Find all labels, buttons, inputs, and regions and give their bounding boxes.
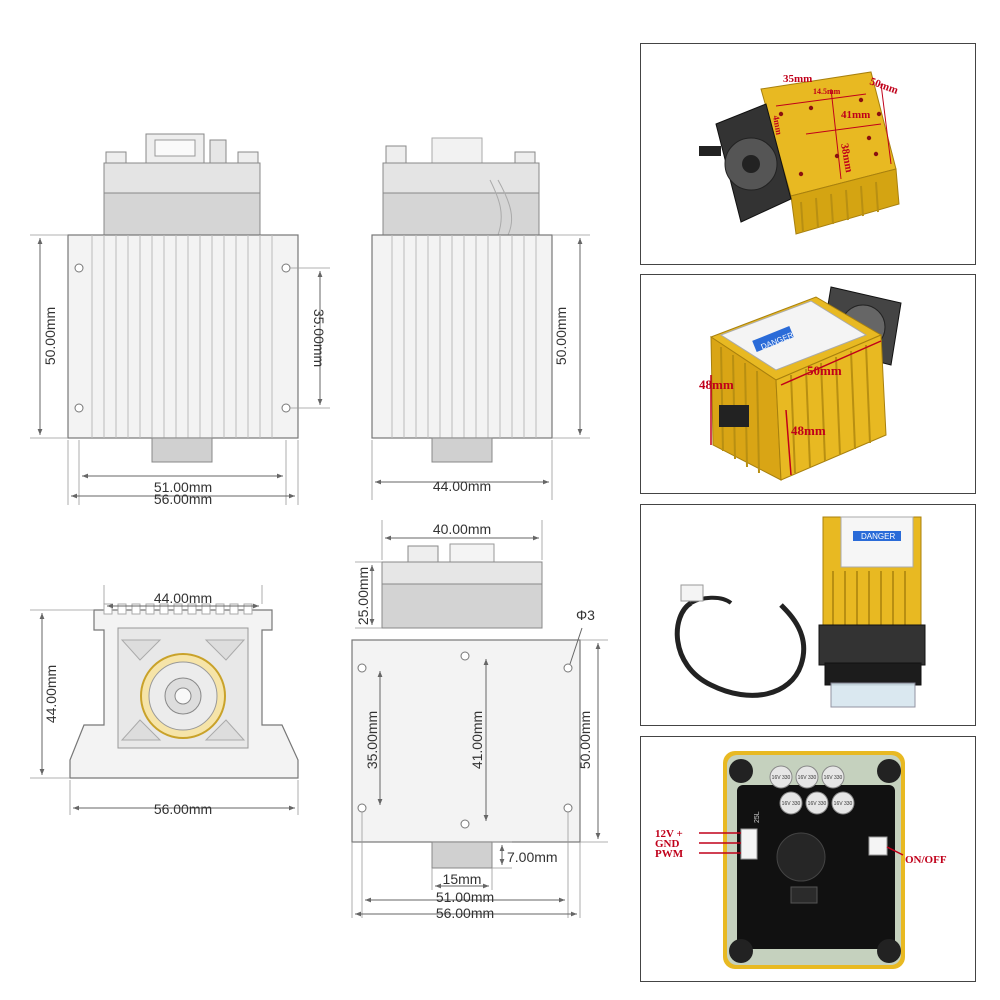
top-hole-spacing-h-label: 51.00mm	[436, 889, 494, 905]
side-width-label: 44.00mm	[433, 478, 491, 494]
photo-panel-2: DANGER 48mm 50mm 48mm	[640, 274, 976, 494]
hole-diameter-label: Φ3	[576, 607, 595, 623]
pin-12v-label: 12V +	[655, 828, 683, 840]
capacitor-4-label: 16V 330	[782, 801, 801, 807]
photo2-dim-48-bottom: 48mm	[791, 423, 826, 438]
capacitor-5-label: 16V 330	[808, 801, 827, 807]
capacitor-1-label: 16V 330	[772, 775, 791, 781]
chip-text: 25L	[754, 811, 761, 823]
photo-panel-1: 35mm 14.5mm 50mm 41mm 38mm 4mm	[640, 43, 976, 265]
bottom-base-width-label: 56.00mm	[154, 801, 212, 817]
bottom-height-label: 44.00mm	[43, 665, 59, 723]
side-view: 50.00mm 44.00mm	[371, 137, 590, 500]
photo1-dim-14-5: 14.5mm	[813, 87, 841, 96]
top-total-height-label: 50.00mm	[577, 711, 593, 769]
front-hole-spacing-v-label: 35.00mm	[311, 309, 327, 367]
side-height-label: 50.00mm	[553, 307, 569, 365]
photo2-dim-48-left: 48mm	[699, 377, 734, 392]
laser-module-top-photo: 35mm 14.5mm 50mm 41mm 38mm 4mm	[699, 71, 900, 235]
capacitor-3-label: 16V 330	[824, 775, 843, 781]
front-height-label: 50.00mm	[42, 307, 58, 365]
front-hole-spacing-h-label: 51.00mm	[154, 479, 212, 495]
photo1-dim-41: 41mm	[841, 109, 870, 121]
photo1-dim-4: 4mm	[771, 115, 784, 136]
top-width-label: 40.00mm	[433, 521, 491, 537]
driver-board-photo: 16V 330 16V 330 16V 330 16V 330 16V 330 …	[655, 751, 947, 969]
photo-panel-3: DANGER	[640, 504, 976, 726]
photo2-dim-50: 50mm	[807, 363, 842, 378]
photo1-dim-38: 38mm	[838, 142, 855, 173]
pin-pwm-label: PWM	[655, 848, 684, 860]
photo-panel-4: 16V 330 16V 330 16V 330 16V 330 16V 330 …	[640, 736, 976, 982]
switch-label: ON/OFF	[905, 854, 947, 866]
bottom-view: 44.00mm 44.00mm 56.00mm	[30, 585, 299, 817]
top-height-label: 25.00mm	[355, 567, 371, 625]
laser-module-side-photo: DANGER 48mm 50mm 48mm	[699, 286, 902, 481]
nozzle-width-label: 15mm	[443, 871, 482, 887]
capacitor-6-label: 16V 330	[834, 801, 853, 807]
hole-spacing-v2-label: 41.00mm	[469, 711, 485, 769]
hole-spacing-v1-label: 35.00mm	[364, 711, 380, 769]
laser-module-with-cable-photo: DANGER	[674, 516, 926, 708]
photo1-dim-35: 35mm	[783, 73, 812, 85]
nozzle-length-label: 7.00mm	[507, 849, 558, 865]
front-view: 50.00mm 35.00mm 51.00mm 56.00mm	[30, 133, 330, 507]
capacitor-2-label: 16V 330	[798, 775, 817, 781]
pin-gnd-label: GND	[655, 838, 680, 850]
bottom-width-label: 44.00mm	[154, 590, 212, 606]
technical-drawings: 50.00mm 35.00mm 51.00mm 56.00mm 50.	[30, 133, 608, 921]
top-install-view: 40.00mm 25.00mm Φ3 35.00mm 41.00mm 50.00…	[351, 520, 608, 921]
photo3-danger-text: DANGER	[861, 532, 895, 541]
top-total-width-label: 56.00mm	[436, 905, 494, 921]
front-width-label: 56.00mm	[154, 491, 212, 507]
